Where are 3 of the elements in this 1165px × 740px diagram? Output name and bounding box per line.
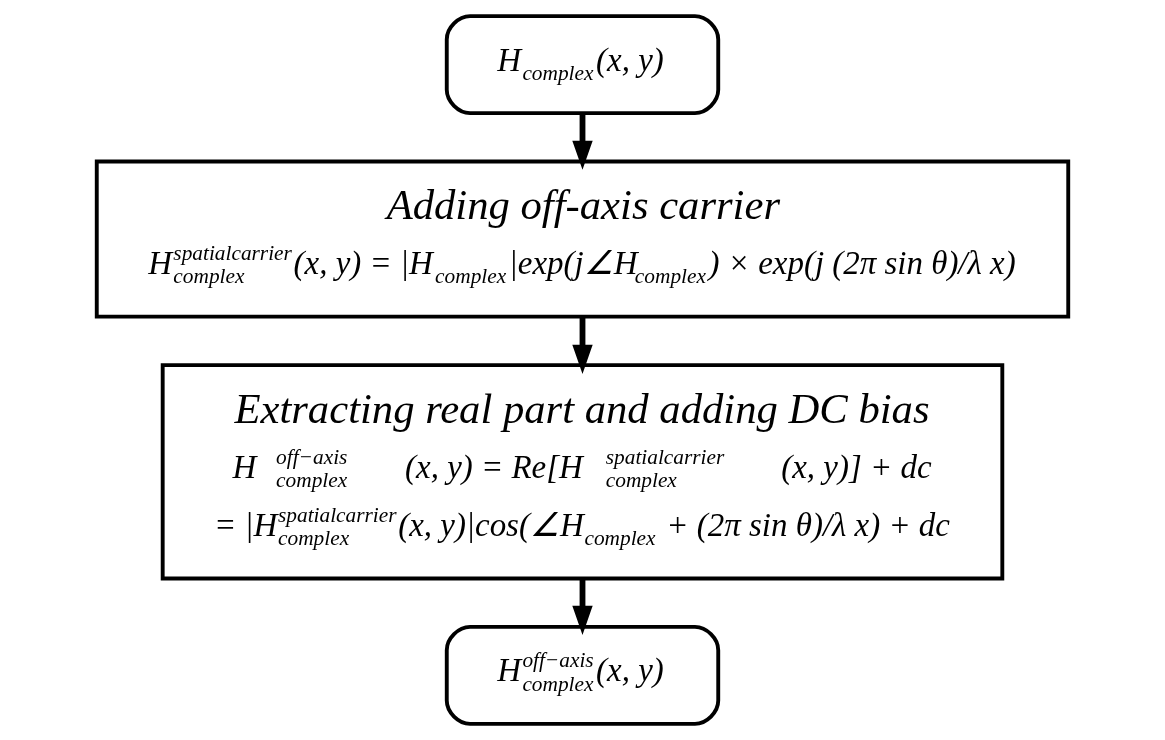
arrow — [572, 113, 593, 170]
arrow — [572, 317, 593, 374]
arrow — [572, 578, 593, 635]
